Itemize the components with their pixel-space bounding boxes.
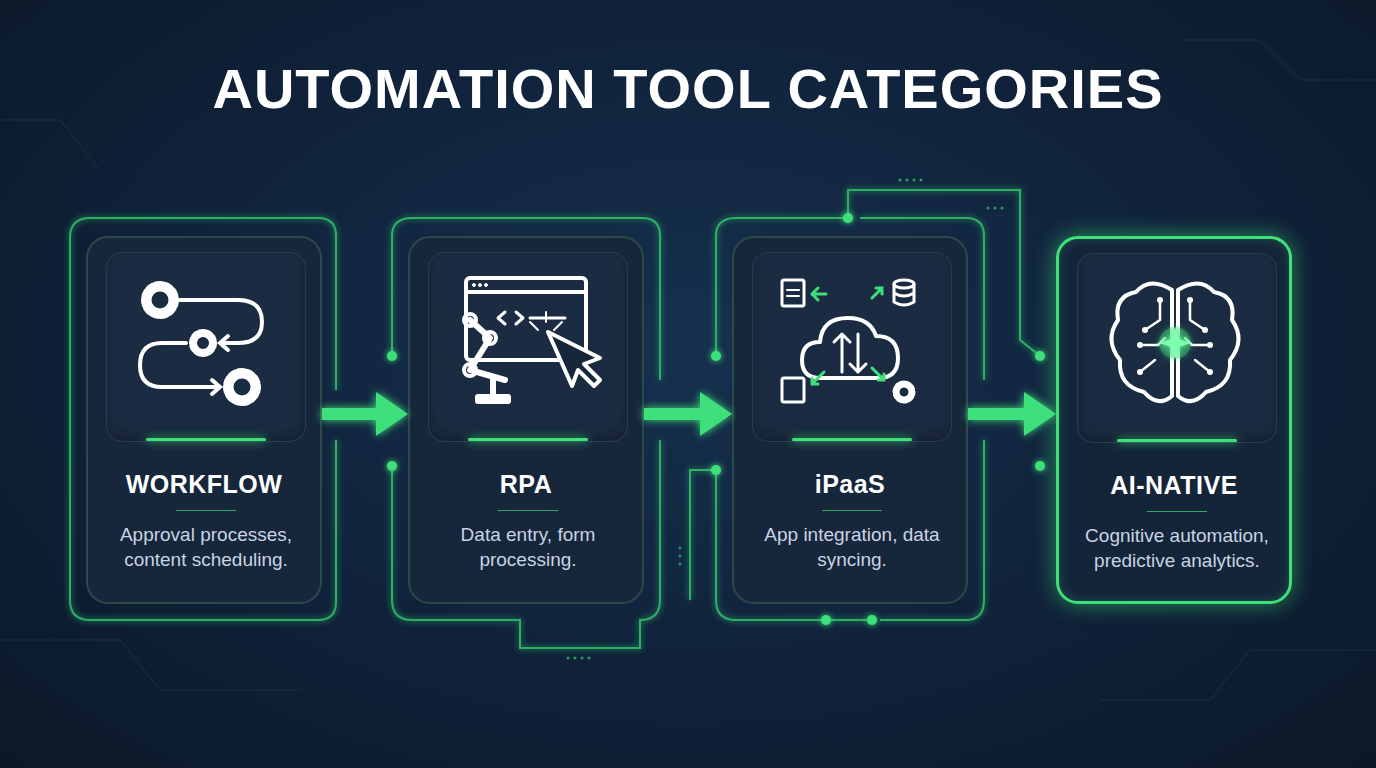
heading-rule [822,510,882,511]
category-heading: iPaaS [734,470,966,499]
category-card: WORKFLOW Approval processes, content sche… [86,236,322,604]
flow-arrow [644,392,732,436]
heading-rule [498,510,558,511]
category-card: RPA Data entry, form processing. [408,236,644,604]
category-heading: RPA [410,470,642,499]
category-card: AI-NATIVE Cognitive automation, predictiv… [1056,236,1292,604]
ai-brain-icon [1111,283,1238,401]
icon-panel [1077,253,1277,443]
category-heading: WORKFLOW [88,470,320,499]
workflow-icon [140,285,262,402]
category-description: Data entry, form processing. [420,522,636,572]
category-description: Cognitive automation, predictive analyti… [1069,523,1285,573]
icon-panel [428,252,628,442]
category-description: Approval processes, content scheduling. [98,522,314,572]
category-heading: AI-NATIVE [1059,471,1289,500]
icon-panel [752,252,952,442]
icon-panel [106,252,306,442]
heading-rule [176,510,236,511]
flow-arrow [322,392,408,436]
panel-glow [146,438,266,441]
flow-arrow [968,392,1056,436]
category-card: iPaaS App integration, data syncing. [732,236,968,604]
panel-glow [792,438,912,441]
category-description: App integration, data syncing. [744,522,960,572]
panel-glow [1117,439,1237,442]
diagram-title: AUTOMATION TOOL CATEGORIES [0,56,1376,121]
rpa-icon [464,278,600,403]
panel-glow [468,438,588,441]
ipaas-icon [782,280,914,402]
heading-rule [1147,511,1207,512]
